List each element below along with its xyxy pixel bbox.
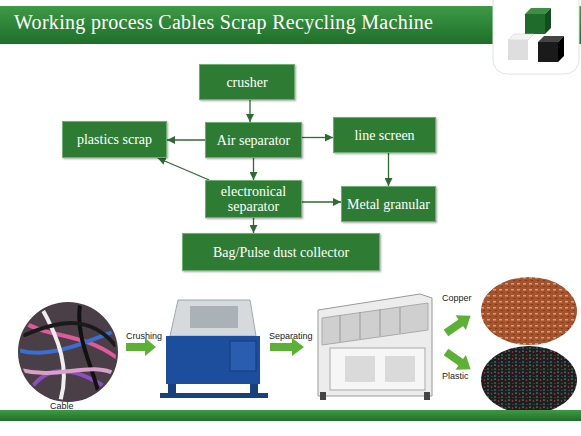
crusher-machine	[160, 300, 268, 398]
machine-body	[166, 336, 260, 384]
cable-circle	[18, 302, 118, 402]
cable-photo	[18, 302, 120, 402]
flow-arrow	[158, 158, 209, 180]
deck-slat	[340, 315, 341, 342]
process-box: Air separator	[205, 122, 302, 158]
illustration-label: Plastic	[442, 371, 469, 381]
flow-arrow	[302, 137, 333, 138]
process-box: Metal granular	[341, 186, 436, 222]
cube-face	[545, 8, 551, 34]
page-title: Working process Cables Scrap Recycling M…	[14, 11, 433, 34]
copper-granules	[481, 277, 577, 345]
box-text: line screen	[354, 128, 414, 143]
box-text: plastics scrap	[77, 132, 152, 147]
illustration-label: Copper	[442, 293, 472, 303]
flow-arrow	[253, 158, 254, 180]
machine-frame	[318, 294, 432, 396]
separator-machine	[318, 294, 432, 400]
base	[160, 393, 268, 398]
illustration-label: Cable	[50, 401, 74, 411]
flow-arrow	[249, 100, 250, 122]
wire	[79, 305, 100, 400]
cube-face	[508, 34, 534, 40]
hopper	[170, 300, 256, 336]
footer-band	[0, 410, 581, 421]
panel	[385, 356, 415, 382]
illustration-label: Crushing	[126, 331, 162, 341]
process-box: Bag/Pulse dust collector	[182, 233, 380, 271]
deck-slat	[380, 309, 381, 336]
hopper-panel	[190, 306, 238, 328]
logo-panel	[493, 0, 579, 74]
cube-face	[558, 36, 564, 62]
flow-arrow	[302, 201, 341, 202]
process-box: line screen	[333, 117, 436, 153]
deck-slat	[360, 312, 361, 339]
box-text: crusher	[226, 75, 267, 90]
process-box: electronical separator	[205, 180, 302, 218]
cube-face	[508, 40, 528, 60]
box-text: Bag/Pulse dust collector	[213, 245, 349, 260]
lower-body	[330, 348, 425, 390]
motor-cover	[230, 341, 256, 371]
flow-arrow	[441, 308, 476, 340]
box-text: Air separator	[217, 133, 290, 148]
leg	[250, 384, 258, 394]
flow-arrow	[253, 218, 254, 233]
process-box: crusher	[199, 64, 295, 100]
deck	[322, 303, 428, 345]
leg	[424, 392, 430, 400]
panel	[345, 356, 375, 382]
box-text: Metal granular	[347, 197, 430, 212]
plastic-granules	[481, 346, 577, 414]
flow-arrow	[388, 153, 389, 186]
logo	[493, 0, 579, 74]
wire	[40, 305, 64, 402]
leg	[168, 384, 176, 394]
leg	[320, 392, 326, 400]
process-box: plastics scrap	[62, 121, 167, 158]
cube-face	[538, 42, 558, 62]
box-text: electronical separator	[210, 184, 297, 214]
flow-arrow	[167, 139, 205, 140]
deck-slat	[400, 307, 401, 333]
wire	[25, 323, 115, 345]
wire	[20, 369, 118, 375]
illustration-label: Separating	[269, 331, 313, 341]
cube-face	[525, 14, 545, 34]
